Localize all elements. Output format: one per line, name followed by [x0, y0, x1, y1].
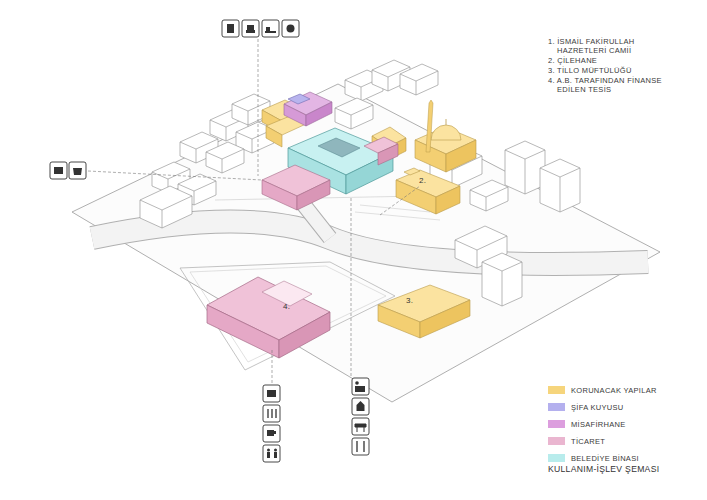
site-list-item: 2. ÇİLEHANE — [548, 56, 675, 65]
callout-number: 2. — [419, 176, 426, 185]
callout-number: 3. — [406, 296, 413, 305]
legend-swatch — [548, 437, 565, 445]
legend-text: BELEDİYE BİNASI — [571, 454, 639, 463]
legend-swatch — [548, 454, 565, 462]
site-list-item: 4. A.B. TARAFINDAN FİNANSE EDİLEN TESİS — [548, 76, 675, 94]
legend-swatch — [548, 403, 565, 411]
site-list-item: 3. TİLLO MÜFTÜLÜĞÜ — [548, 66, 675, 75]
caption: KULLANIM-İŞLEV ŞEMASI — [548, 464, 659, 474]
icon-group — [50, 20, 369, 462]
site-list-item: 1. İSMAİL FAKİRULLAH HAZRETLERİ CAMİİ — [548, 37, 675, 55]
legend-text: KORUNACAK YAPILAR — [571, 386, 657, 395]
legend-text: MİSAFİRHANE — [571, 420, 626, 429]
legend-swatch — [548, 386, 565, 394]
legend-text: ŞİFA KUYUSU — [571, 403, 623, 412]
callout-number: 4. — [283, 302, 290, 311]
legend-text: TİCARET — [571, 437, 605, 446]
legend-swatch — [548, 420, 565, 428]
